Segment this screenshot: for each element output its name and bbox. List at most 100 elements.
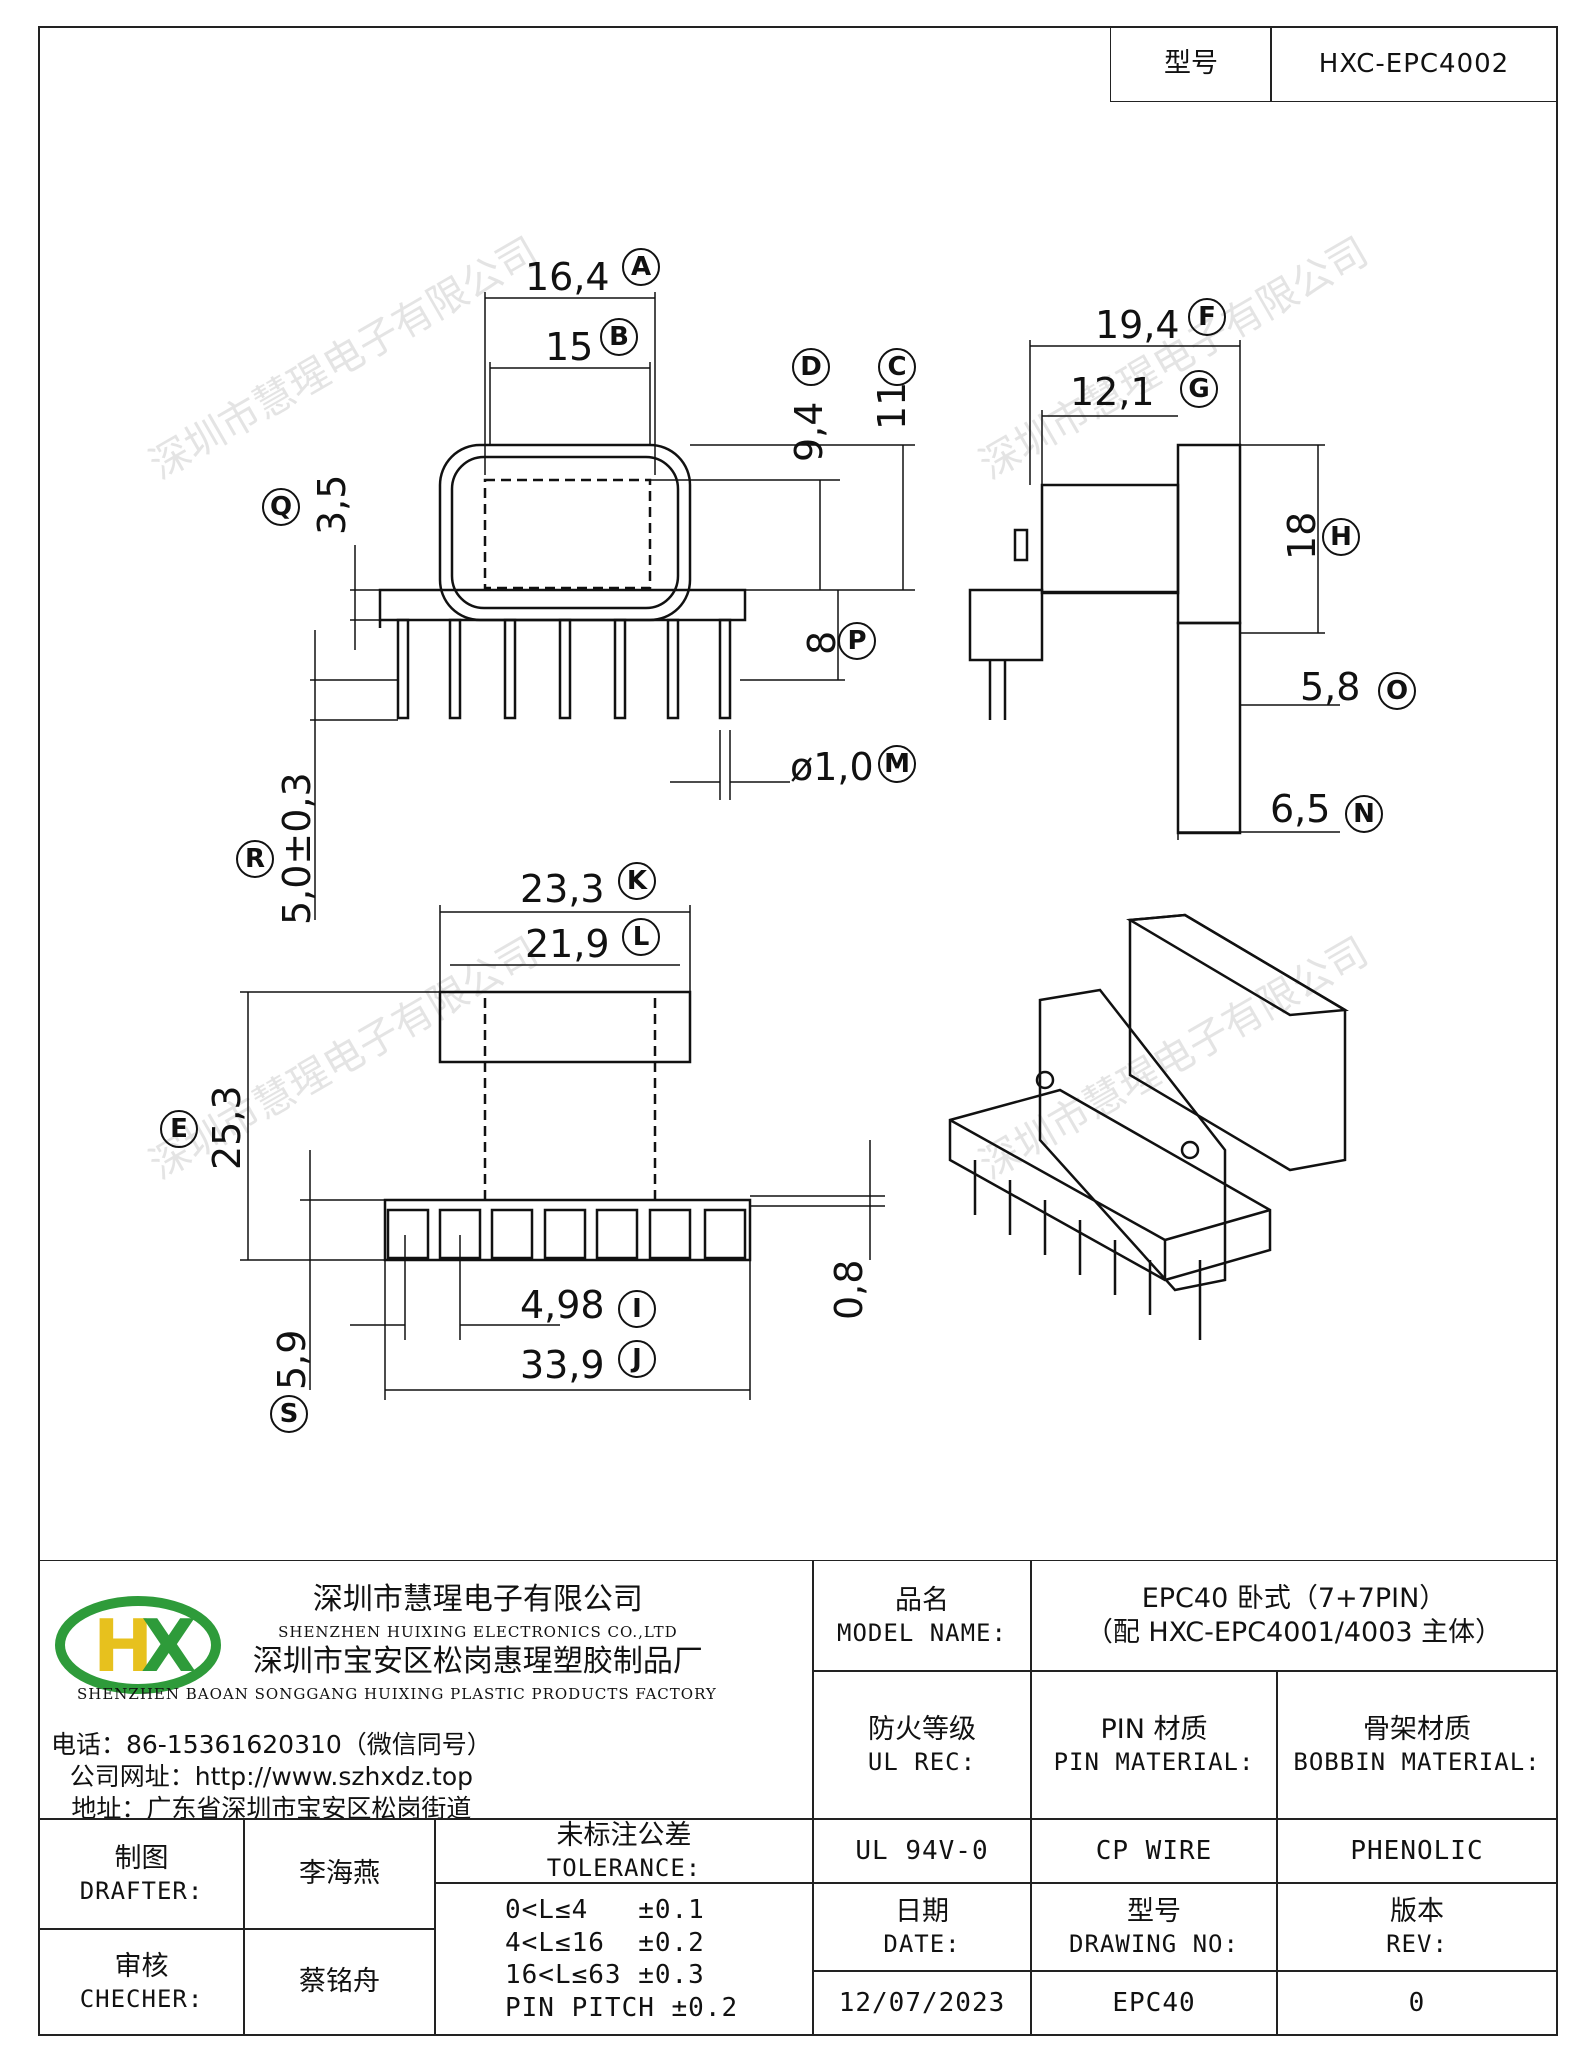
ul-rec-label-en: UL REC: [867, 1747, 977, 1776]
dim-value-O: 5,8 [1300, 665, 1360, 709]
dim-letter-C: C [878, 348, 916, 386]
top-view [240, 905, 885, 1400]
dim-letter-K: K [618, 862, 656, 900]
tolerance-values-cell: 0<L≤4 ±0.1 4<L≤16 ±0.2 16<L≤63 ±0.3 PIN … [434, 1882, 814, 2036]
dim-letter-B: B [600, 318, 638, 356]
tolerance-line: 0<L≤4 ±0.1 [505, 1895, 705, 1925]
dim-letter-R: R [236, 840, 274, 878]
pin-value-cell: CP WIRE [1030, 1818, 1278, 1884]
dim-value-S: 5,9 [270, 1330, 314, 1390]
tolerance-label-cn: 未标注公差 [556, 1820, 692, 1852]
dim-letter-N: N [1345, 795, 1383, 833]
checker-name: 蔡铭舟 [299, 1966, 380, 1998]
ul-rec-label-cn: 防火等级 [868, 1714, 976, 1746]
dim-value-A: 16,4 [525, 255, 610, 299]
rev-value-cell: 0 [1276, 1970, 1558, 2036]
drawing-no-label-cell: 型号 DRAWING NO: [1030, 1882, 1278, 1972]
drawing-no-value-cell: EPC40 [1030, 1970, 1278, 2036]
drafter-name: 李海燕 [299, 1858, 380, 1890]
company-phone: 电话：86-15361620310（微信同号） [51, 1730, 492, 1759]
checker-label-cell: 审核 CHECHER: [38, 1928, 245, 2036]
dim-letter-J: J [618, 1340, 656, 1378]
checker-label-en: CHECHER: [79, 1984, 204, 2013]
rev-label-cell: 版本 REV: [1276, 1882, 1558, 1972]
dim-letter-L: L [622, 918, 660, 956]
tolerance-line: PIN PITCH ±0.2 [505, 1992, 739, 2023]
date-label-en: DATE: [883, 1929, 961, 1958]
model-label-cell: 型号 [1110, 26, 1272, 102]
company-panel: H X HX 深圳市慧瑆电子有限公司 SHENZHEN HUIXING ELEC… [38, 1560, 814, 1823]
dim-letter-F: F [1188, 298, 1226, 336]
bobbin-material-label-en: BOBBIN MATERIAL: [1293, 1747, 1541, 1776]
dim-letter-G: G [1180, 370, 1218, 408]
dim-value-B: 15 [545, 325, 593, 369]
model-name-value-1: EPC40 卧式（7+7PIN） [1141, 1583, 1447, 1615]
dim-value-E: 25,3 [205, 1085, 249, 1170]
rev-label-cn: 版本 [1390, 1896, 1444, 1928]
dim-value-J: 33,9 [520, 1343, 605, 1387]
watermark-text: 深圳市慧瑆电子有限公司 [972, 229, 1376, 489]
tolerance-line: 4<L≤16 ±0.2 [505, 1927, 705, 1958]
front-view [310, 292, 915, 920]
dim-letter-H: H [1322, 518, 1360, 556]
company-name-cn: 深圳市慧瑆电子有限公司 [312, 1582, 643, 1617]
tolerance-label-en: TOLERANCE: [546, 1853, 702, 1882]
side-view [968, 340, 1340, 840]
dim-value-I: 4,98 [520, 1283, 605, 1327]
model-name-label-en: MODEL NAME: [837, 1618, 1007, 1647]
pin-value: CP WIRE [1095, 1835, 1213, 1866]
bobbin-material-label-cn: 骨架材质 [1363, 1714, 1471, 1746]
ul-value: UL 94V-0 [855, 1835, 989, 1866]
model-name-value-cell: EPC40 卧式（7+7PIN） （配 HXC-EPC4001/4003 主体） [1030, 1560, 1558, 1672]
dim-letter-M: M [878, 745, 916, 783]
dim-letter-D: D [792, 348, 830, 386]
drafter-label-en: DRAFTER: [79, 1876, 204, 1905]
dim-value-T: 0,8 [827, 1260, 871, 1320]
dim-letter-S: S [270, 1395, 308, 1433]
dim-value-N: 6,5 [1270, 787, 1330, 831]
company-logo: H X HX [53, 1583, 223, 1703]
bobbin-material-label-cell: 骨架材质 BOBBIN MATERIAL: [1276, 1670, 1558, 1820]
dim-letter-Q: Q [262, 488, 300, 526]
dim-value-D: 9,4 [787, 402, 831, 462]
company-name-en: SHENZHEN HUIXING ELECTRONICS CO.,LTD [278, 1622, 678, 1641]
model-value: HXC-EPC4002 [1318, 48, 1510, 79]
dim-value-M: ø1,0 [790, 745, 874, 789]
dim-letter-I: I [618, 1290, 656, 1328]
dim-value-G: 12,1 [1070, 370, 1155, 414]
dim-value-K: 23,3 [520, 867, 605, 911]
factory-name-en: SHENZHEN BAOAN SONGGANG HUIXING PLASTIC … [77, 1684, 717, 1703]
top-pins [386, 1208, 747, 1260]
model-name-value-2: （配 HXC-EPC4001/4003 主体） [1085, 1617, 1503, 1648]
drawing-no-label-cn: 型号 [1127, 1896, 1181, 1928]
date-value-cell: 12/07/2023 [812, 1970, 1032, 2036]
model-name-label-cell: 品名 MODEL NAME: [812, 1560, 1032, 1672]
dim-value-Q: 3,5 [310, 475, 354, 535]
tolerance-line: 16<L≤63 ±0.3 [505, 1960, 705, 1990]
factory-name-cn: 深圳市宝安区松岗惠瑆塑胶制品厂 [252, 1644, 703, 1680]
pin-material-label-cell: PIN 材质 PIN MATERIAL: [1030, 1670, 1278, 1820]
dim-value-P: 8 [800, 631, 844, 655]
dim-value-C: 11 [870, 382, 914, 430]
drafter-label-cell: 制图 DRAFTER: [38, 1818, 245, 1930]
rev-label-en: REV: [1386, 1929, 1448, 1958]
date-label-cell: 日期 DATE: [812, 1882, 1032, 1972]
dim-letter-E: E [160, 1110, 198, 1148]
dim-letter-P: P [838, 622, 876, 660]
pin-material-label-cn: PIN 材质 [1100, 1714, 1208, 1746]
model-label: 型号 [1164, 48, 1218, 80]
bobbin-value: PHENOLIC [1350, 1835, 1484, 1866]
drawing-no-label-en: DRAWING NO: [1069, 1929, 1239, 1958]
dim-value-H: 18 [1280, 512, 1324, 560]
dim-value-R: 5,0±0,3 [275, 772, 319, 925]
rev-value: 0 [1408, 1987, 1426, 2018]
technical-drawing: 深圳市慧瑆电子有限公司 深圳市慧瑆电子有限公司 深圳市慧瑆电子有限公司 深圳市慧… [142, 229, 1376, 1400]
dim-value-L: 21,9 [525, 922, 610, 966]
date-value: 12/07/2023 [838, 1987, 1006, 2018]
dim-letter-O: O [1378, 672, 1416, 710]
ul-value-cell: UL 94V-0 [812, 1818, 1032, 1884]
ul-rec-label-cell: 防火等级 UL REC: [812, 1670, 1032, 1820]
drafter-name-cell: 李海燕 [243, 1818, 436, 1930]
tolerance-label-cell: 未标注公差 TOLERANCE: [434, 1818, 814, 1884]
watermark-text: 深圳市慧瑆电子有限公司 [972, 929, 1376, 1189]
